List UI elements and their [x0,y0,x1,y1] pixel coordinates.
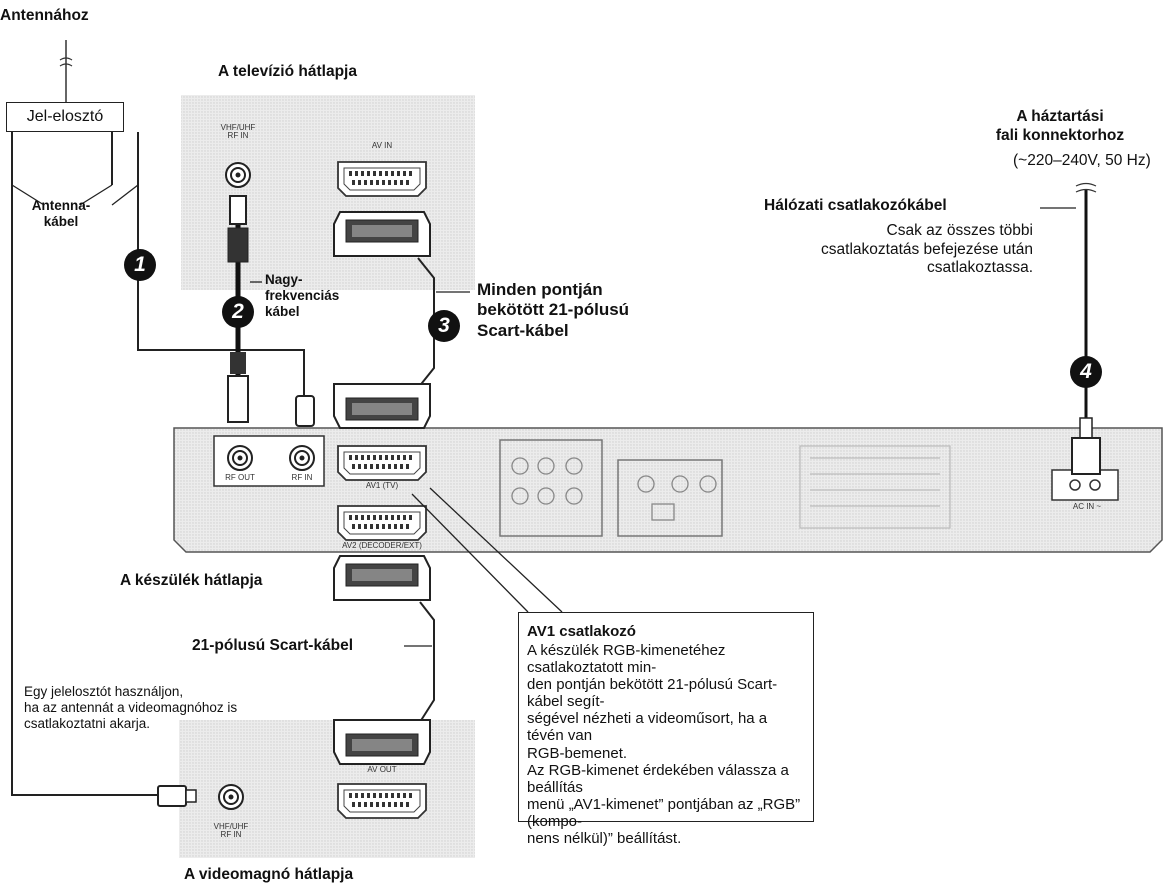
antenna-cable-label: Antenna- kábel [31,198,91,230]
av2-socket-label: AV2 (DECODER/EXT) [342,541,422,550]
mains-label: A háztartási fali konnektorhoz [995,108,1125,144]
step-badge-4: 4 [1070,356,1102,388]
vcr-av-out-label: AV OUT [367,765,397,774]
rf-cable-label: Nagy- frekvenciás kábel [265,272,340,320]
ac-in-label: AC IN ~ [1072,502,1102,511]
power-note: Csak az összes többi csatlakoztatás befe… [821,222,1033,277]
scart-21-label: 21-pólusú Scart-kábel [192,637,354,654]
tv-av-in-label: AV IN [371,141,393,150]
scart-full-label: Minden pontján bekötött 21-pólusú Scart-… [477,280,630,340]
power-cable-label: Hálózati csatlakozókábel [764,197,947,214]
rf-out-label: RF OUT [225,473,255,482]
scart-cable-tv [333,211,435,429]
step-badge-3: 3 [428,310,460,342]
tv-rf-in-label: VHF/UHF RF IN [220,123,256,141]
splitter-box: Jel-elosztó [6,102,124,132]
av1-note-body: A készülék RGB-kimenetéhez csatlakoztato… [527,642,801,848]
av1-note-box: AV1 csatlakozó A készülék RGB-kimenetéhe… [518,612,814,847]
device-back-label: A készülék hátlapja [120,572,263,589]
scart-cable-vcr [333,555,435,765]
vcr-back-label: A videomagnó hátlapja [184,866,354,883]
rf-in-label: RF IN [291,473,313,482]
step-badge-1: 1 [124,249,156,281]
tv-back-label: A televízió hátlapja [218,63,357,80]
leader-lines [250,207,1076,647]
splitter-output-wires [11,132,305,796]
vcr-rf-in-label: VHF/UHF RF IN [213,822,249,840]
antenna-icon [59,40,73,102]
step-badge-2: 2 [222,296,254,328]
av1-socket-label: AV1 (TV) [365,481,399,490]
antenna-label: Antennához [0,7,89,24]
recorder-back-panel [173,427,1163,553]
av1-note-title: AV1 csatlakozó [527,623,636,640]
mains-spec-label: (~220–240V, 50 Hz) [1013,152,1151,169]
splitter-hint: Egy jelelosztót használjon, ha az antenn… [24,684,238,732]
